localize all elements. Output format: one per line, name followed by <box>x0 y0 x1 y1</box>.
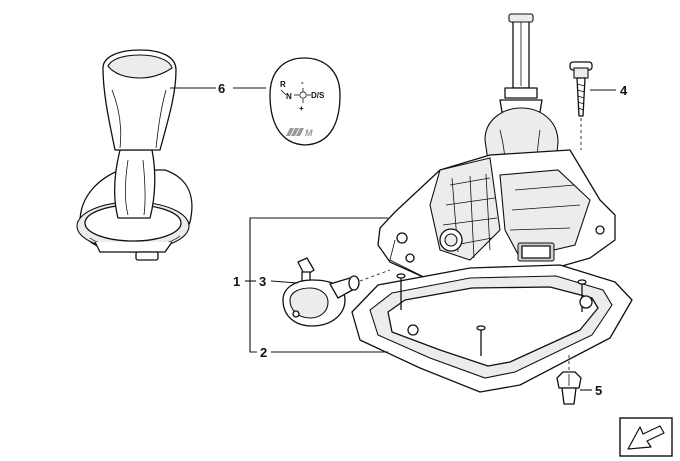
emblem-reverse-label: R <box>280 80 286 89</box>
knob-emblem: R N D/S - + M <box>269 57 341 146</box>
gasket-frame-part <box>351 264 633 393</box>
nut-part <box>556 352 582 405</box>
connector-plug-part <box>282 257 391 327</box>
callout-1: 1 <box>233 274 240 289</box>
emblem-drive-sport-label: D/S <box>311 91 325 100</box>
callout-4: 4 <box>620 83 628 98</box>
screw-part <box>569 61 593 150</box>
direction-arrow-icon <box>619 417 673 457</box>
emblem-minus-label: - <box>301 78 304 87</box>
emblem-neutral-label: N <box>286 92 292 101</box>
leader-lines <box>170 87 616 391</box>
callout-2: 2 <box>260 345 267 360</box>
emblem-plus-label: + <box>299 104 304 113</box>
emblem-logo-text: M <box>305 128 313 138</box>
shifter-housing-part <box>377 13 616 286</box>
callout-3: 3 <box>259 274 266 289</box>
callout-5: 5 <box>595 383 602 398</box>
emblem-center-icon <box>299 91 307 99</box>
gear-knob-part <box>76 49 193 261</box>
callout-6: 6 <box>218 81 225 96</box>
callout-numbers: 6 4 1 3 2 5 <box>218 81 628 398</box>
stud-bolts <box>396 273 593 356</box>
m-logo-icon: M <box>286 128 313 138</box>
